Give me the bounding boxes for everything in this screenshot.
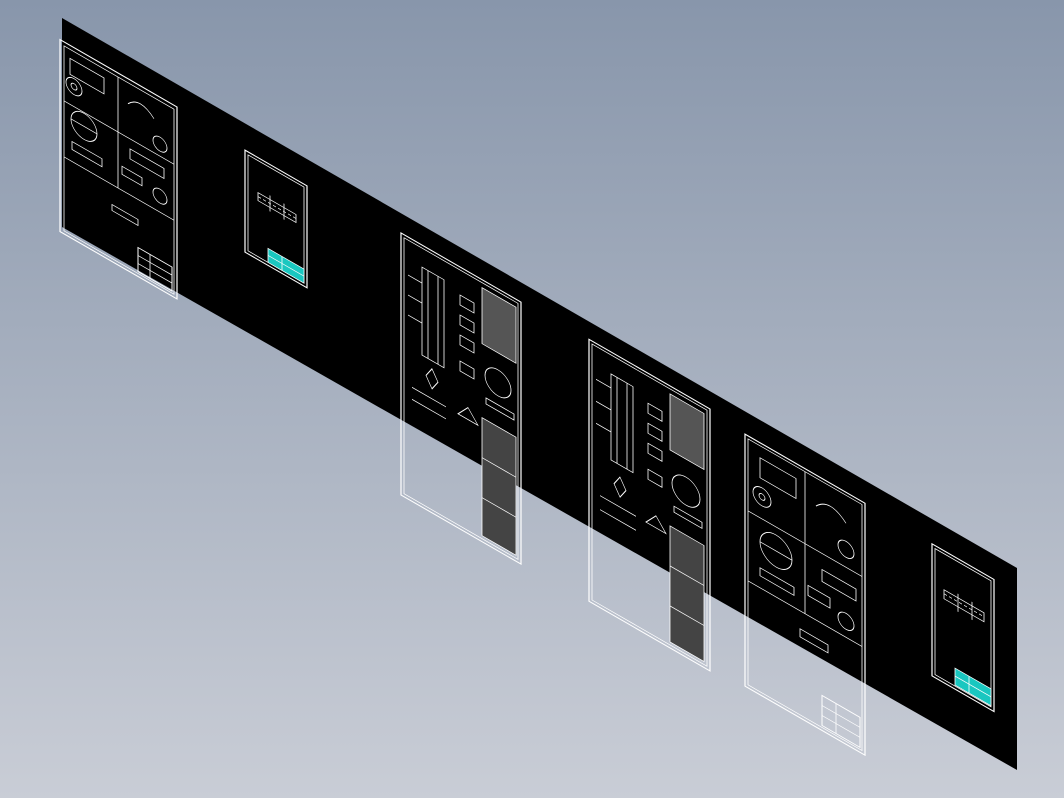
title-block — [821, 694, 861, 749]
sheet-frame — [588, 338, 711, 672]
round-plate-view — [671, 474, 701, 508]
drawing-sheet-4[interactable] — [588, 338, 711, 672]
part-view — [759, 457, 797, 500]
title-block — [137, 246, 173, 292]
sheet-inner-frame — [403, 237, 519, 560]
round-plate-view — [484, 367, 512, 399]
drawing-sheet-1[interactable] — [59, 38, 178, 300]
sheet-frame — [931, 542, 995, 713]
tower-vessel — [610, 373, 634, 474]
spec-table — [481, 287, 517, 364]
title-block-cyan — [954, 667, 992, 707]
spec-table — [669, 393, 705, 471]
sheet-inner-frame — [934, 547, 992, 708]
tower-vessel — [421, 266, 445, 369]
sheet-frame — [244, 149, 308, 289]
support-detail — [613, 476, 627, 498]
part-outline — [943, 589, 985, 623]
parts-list-table — [481, 417, 517, 556]
sheet-frame — [59, 38, 178, 300]
drawing-sheet-2[interactable] — [244, 149, 308, 289]
drawing-sheet-3[interactable] — [400, 232, 522, 566]
sheet-inner-frame — [591, 343, 708, 667]
sheet-frame — [744, 433, 866, 757]
parts-list-table — [669, 525, 705, 663]
drawing-sheet-5[interactable] — [744, 433, 866, 757]
part-view — [69, 57, 105, 95]
sheet-inner-frame — [63, 45, 175, 295]
flange-view — [65, 76, 83, 97]
flange-view — [752, 486, 772, 508]
drawing-sheet-6[interactable] — [931, 542, 995, 713]
model-space-plane[interactable] — [62, 18, 1017, 770]
sheet-frame — [400, 232, 522, 566]
support-detail — [425, 368, 439, 390]
